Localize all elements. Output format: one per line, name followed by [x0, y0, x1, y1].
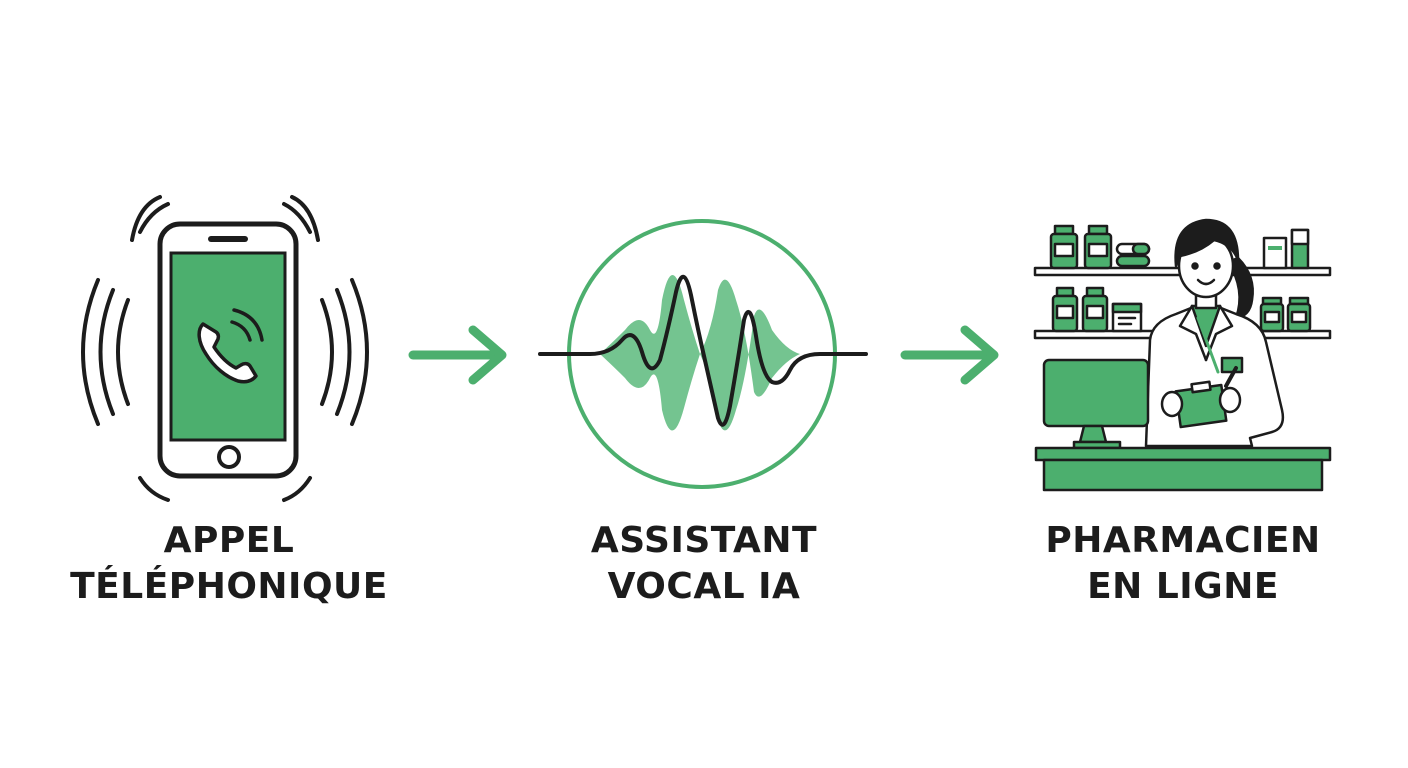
phone-ringing-icon — [81, 195, 369, 502]
medicine-bottles-icon — [1051, 286, 1312, 333]
counter-front — [1042, 458, 1324, 492]
step-label-line: APPEL — [163, 520, 295, 561]
step-label-line: ASSISTANT — [590, 520, 818, 561]
arrow-right-icon — [408, 325, 507, 385]
phone-home-button — [217, 445, 241, 469]
handset-icon — [197, 308, 264, 384]
vibration-arcs-left-icon — [81, 195, 170, 502]
step-label-line: VOCAL IA — [607, 566, 801, 607]
vibration-arcs-right-icon — [282, 195, 369, 502]
medicine-bottles-icon — [1049, 224, 1310, 270]
step-label-call: APPEL TÉLÉPHONIQUE — [29, 518, 429, 610]
step-label-line: TÉLÉPHONIQUE — [70, 566, 388, 607]
pharmacist-hair — [1174, 218, 1240, 268]
arrow-right-icon — [900, 325, 999, 385]
step-label-pharmacist: PHARMACIEN EN LIGNE — [983, 518, 1383, 610]
phone-speaker — [208, 236, 248, 242]
step-label-line: PHARMACIEN — [1045, 520, 1321, 561]
wave-line — [538, 275, 868, 427]
step-label-ai: ASSISTANT VOCAL IA — [504, 518, 904, 610]
pharmacist-icon — [1033, 218, 1332, 492]
step-label-line: EN LIGNE — [1087, 566, 1279, 607]
counter-top — [1034, 446, 1332, 462]
computer-monitor-icon — [1042, 358, 1150, 450]
voice-wave-icon — [538, 219, 868, 489]
hair-ponytail — [1226, 256, 1254, 320]
phone-screen — [169, 251, 287, 442]
